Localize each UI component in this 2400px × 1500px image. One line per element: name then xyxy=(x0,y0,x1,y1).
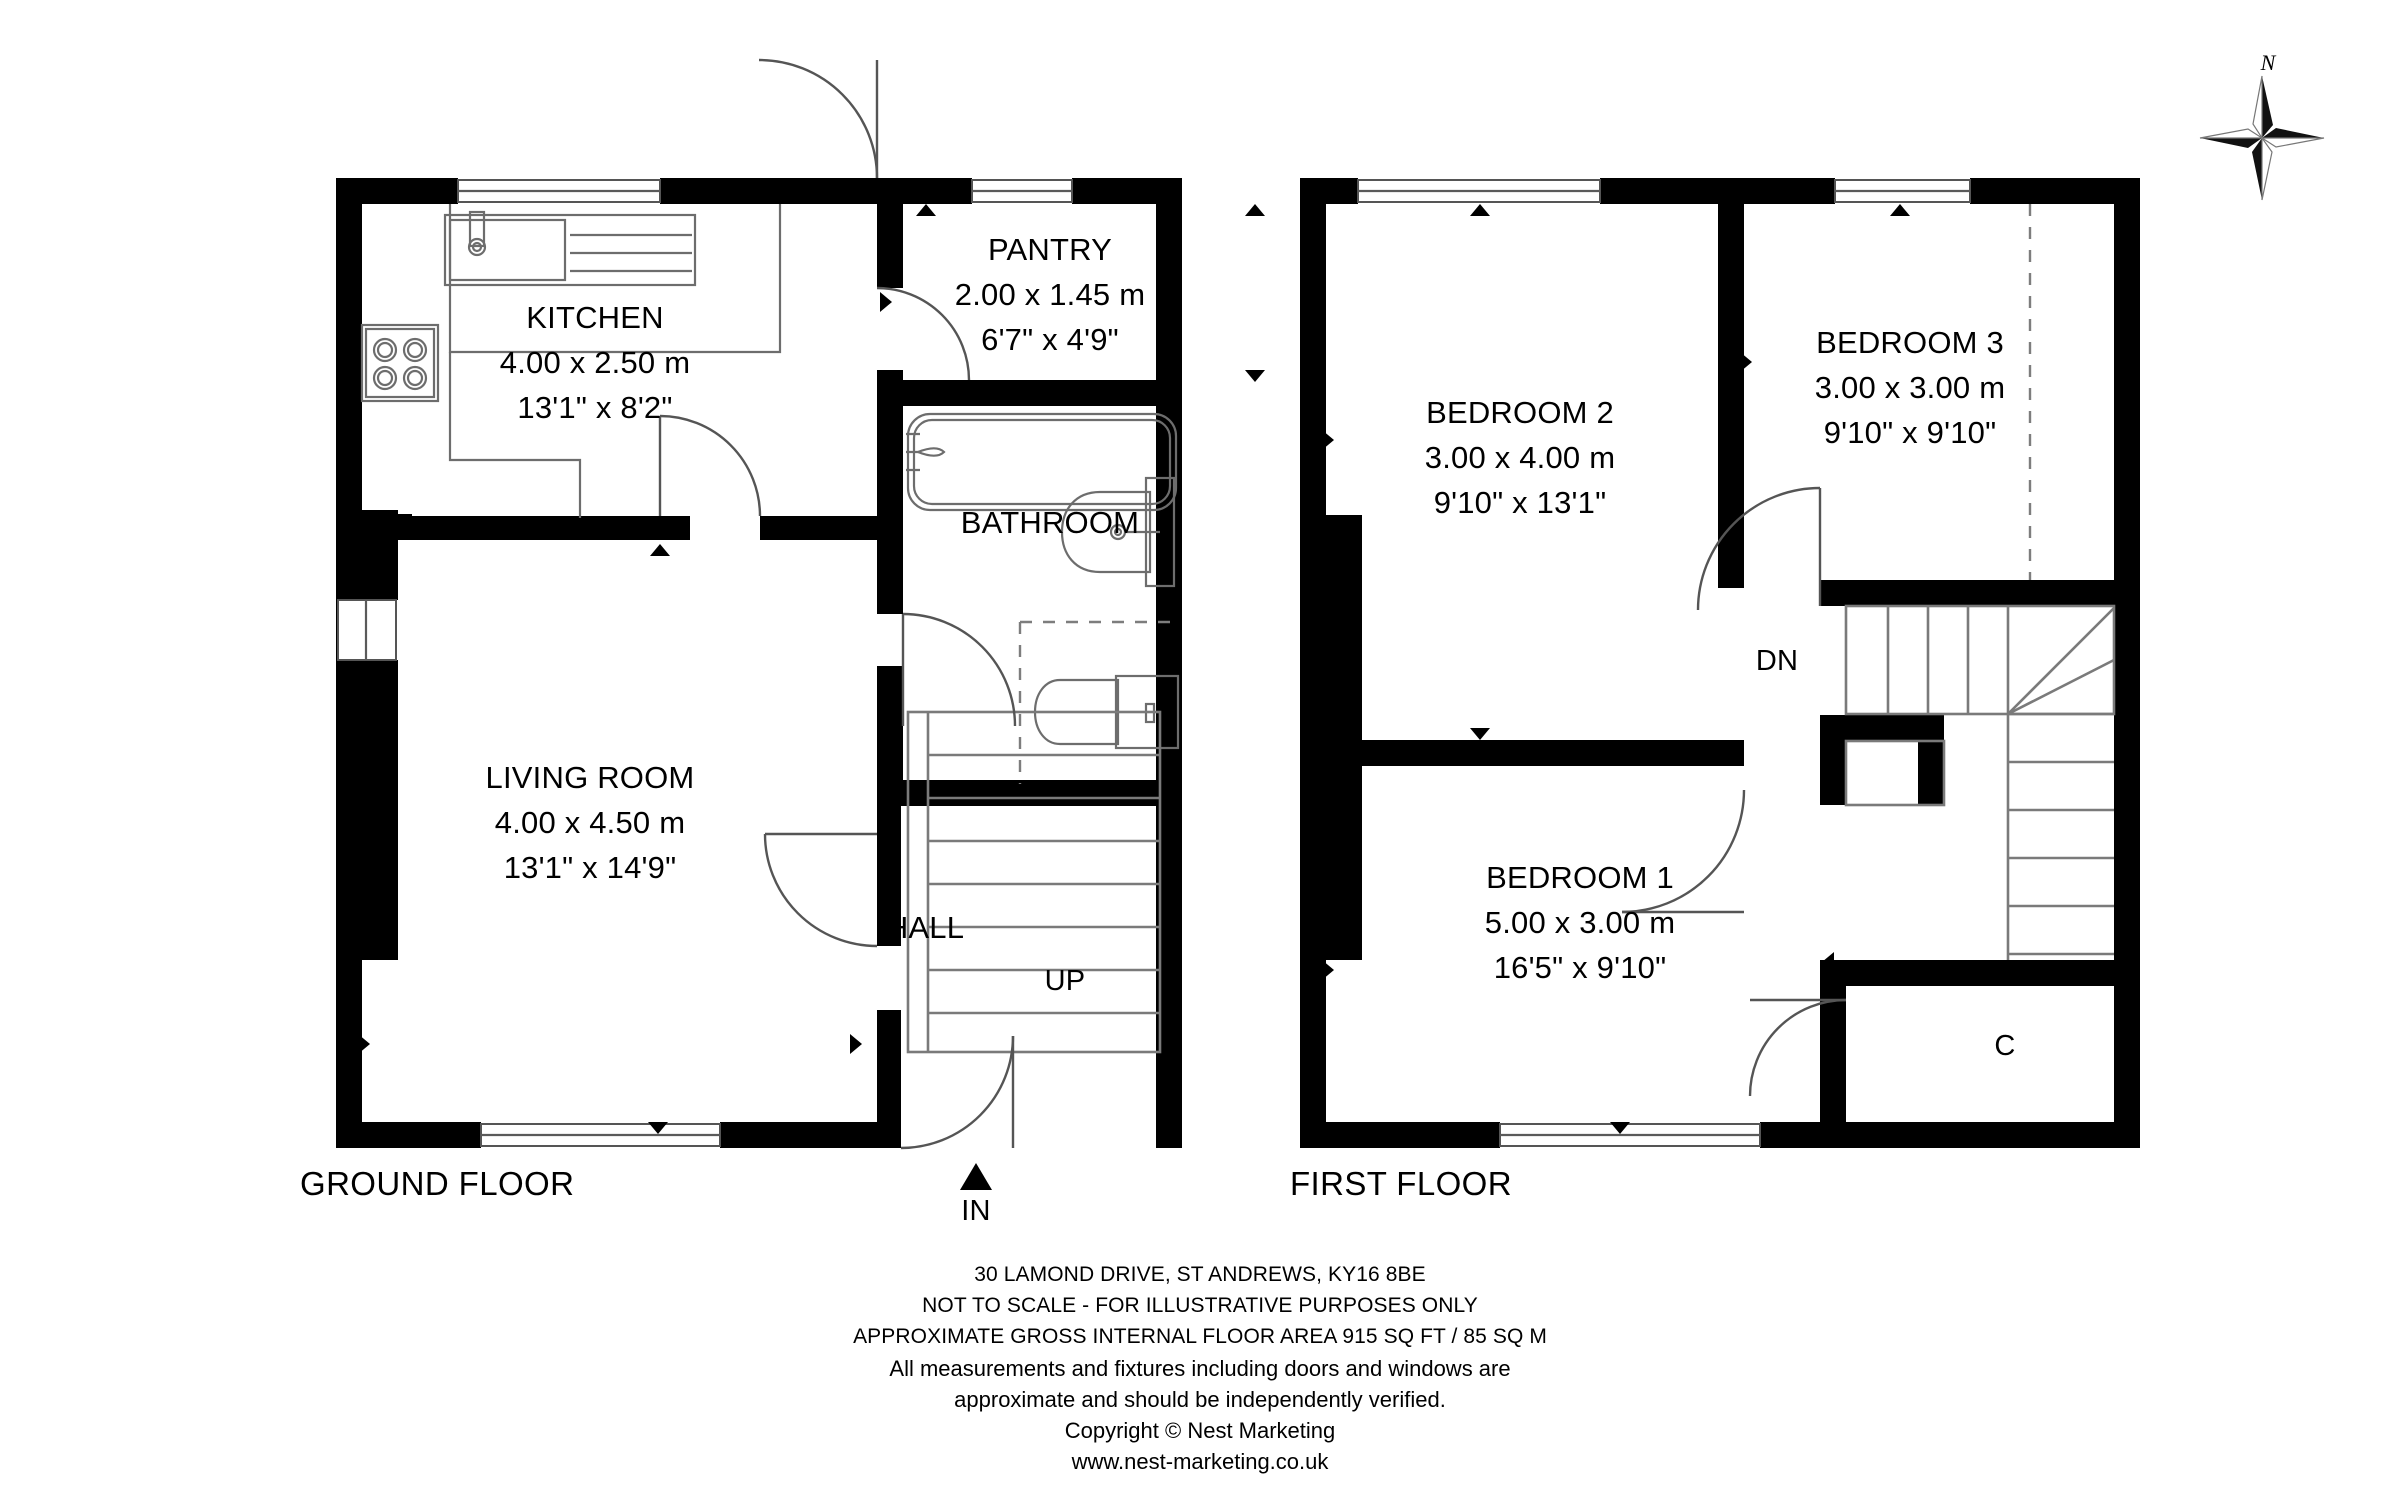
footer-scale-notice: NOT TO SCALE - FOR ILLUSTRATIVE PURPOSES… xyxy=(922,1294,1478,1317)
footer-disclaimer-line-1: All measurements and fixtures including … xyxy=(889,1356,1511,1381)
first-floor-dimension-ticks xyxy=(1322,204,2126,1134)
stairs-up-label: UP xyxy=(1044,965,1086,997)
kitchen-fixtures xyxy=(360,204,782,518)
room-label-hall: HALL xyxy=(885,910,965,945)
room-dimension-living-room-imperial: 13'1" x 14'9" xyxy=(503,850,677,885)
room-label-living-room: LIVING ROOM xyxy=(485,760,695,795)
first-floor-stairs xyxy=(1844,604,2116,960)
ground-floor-stairs xyxy=(906,710,1162,1054)
room-label-bedroom-1: BEDROOM 1 xyxy=(1486,860,1674,895)
room-label-pantry: PANTRY xyxy=(987,232,1113,267)
room-dimension-pantry-metric: 2.00 x 1.45 m xyxy=(954,277,1146,312)
room-label-bedroom-3: BEDROOM 3 xyxy=(1816,325,2004,360)
ground-floor-dimension-ticks xyxy=(358,204,1265,1134)
bathroom-fixtures xyxy=(906,412,1180,784)
entrance-label: IN xyxy=(961,1195,991,1227)
first-floor-doors xyxy=(1621,486,1847,1097)
compass-rose xyxy=(2199,75,2325,201)
stairs-down-label: DN xyxy=(1755,645,1799,677)
room-label-kitchen: KITCHEN xyxy=(526,300,664,335)
footer-floor-area: APPROXIMATE GROSS INTERNAL FLOOR AREA 91… xyxy=(853,1325,1547,1348)
footer-copyright: Copyright © Nest Marketing xyxy=(1064,1418,1336,1443)
first-floor-walls xyxy=(1300,178,2140,1148)
room-dimension-bedroom-3-imperial: 9'10" x 9'10" xyxy=(1823,415,1997,450)
entrance-arrow-icon xyxy=(960,1163,992,1190)
first-floor-windows xyxy=(1357,179,1971,1147)
room-dimension-bedroom-2-metric: 3.00 x 4.00 m xyxy=(1424,440,1616,475)
first-floor-plan xyxy=(1300,178,2140,1148)
room-dimension-kitchen-metric: 4.00 x 2.50 m xyxy=(499,345,691,380)
room-dimension-bedroom-2-imperial: 9'10" x 13'1" xyxy=(1433,485,1607,520)
room-dimension-bedroom-3-metric: 3.00 x 3.00 m xyxy=(1814,370,2006,405)
floor-title-first: FIRST FLOOR xyxy=(1290,1165,1512,1202)
ground-floor-doors xyxy=(658,58,1017,1150)
cupboard-label: C xyxy=(1994,1030,2016,1062)
footer-website[interactable]: www.nest-marketing.co.uk xyxy=(1071,1449,1329,1474)
footer-address: 30 LAMOND DRIVE, ST ANDREWS, KY16 8BE xyxy=(974,1263,1426,1286)
compass-north-label: N xyxy=(2260,50,2276,75)
room-dimension-living-room-metric: 4.00 x 4.50 m xyxy=(494,805,686,840)
room-dimension-bedroom-1-metric: 5.00 x 3.00 m xyxy=(1484,905,1676,940)
room-dimension-kitchen-imperial: 13'1" x 8'2" xyxy=(517,390,673,425)
floor-title-ground: GROUND FLOOR xyxy=(300,1165,575,1202)
room-dimension-bedroom-1-imperial: 16'5" x 9'10" xyxy=(1493,950,1667,985)
ground-floor-plan xyxy=(336,58,1265,1150)
room-label-bathroom: BATHROOM xyxy=(960,505,1140,540)
room-dimension-pantry-imperial: 6'7" x 4'9" xyxy=(981,322,1119,357)
room-label-bedroom-2: BEDROOM 2 xyxy=(1426,395,1614,430)
ground-floor-walls xyxy=(336,178,1182,1148)
footer-disclaimer-line-2: approximate and should be independently … xyxy=(954,1387,1446,1412)
